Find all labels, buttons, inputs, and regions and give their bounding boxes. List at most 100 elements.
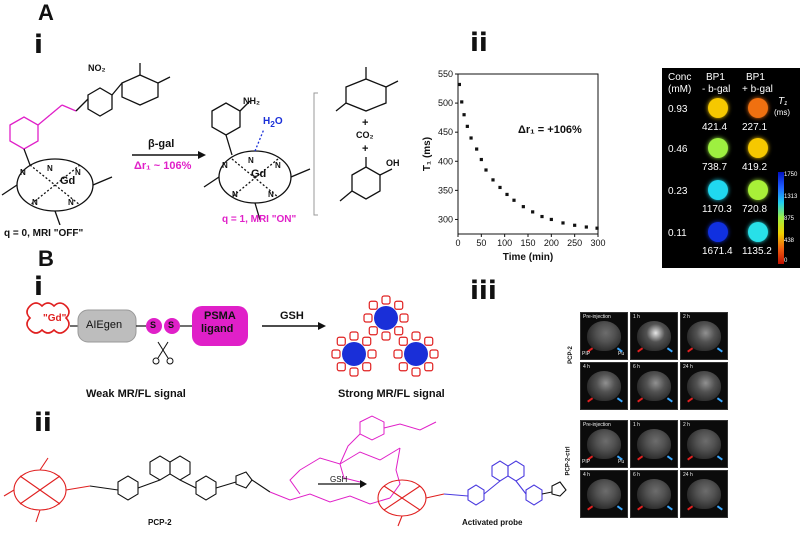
gd-unit <box>411 331 421 341</box>
timepoint-label: 1 h <box>633 422 640 428</box>
x-tick-label: 100 <box>497 238 512 248</box>
data-point <box>512 198 516 202</box>
disulfide-s2: S <box>168 320 175 330</box>
pu-tumor-arrow <box>667 505 673 511</box>
aie-core <box>404 342 428 366</box>
col1-subheader: - b-gal <box>702 84 731 95</box>
data-point <box>521 205 525 209</box>
pu-tumor-arrow <box>667 347 673 353</box>
x-tick-label: 150 <box>520 238 535 248</box>
mri-tile: 4 h <box>580 470 628 518</box>
pu-label: Pu <box>618 351 625 357</box>
mri-on-label: q = 1, MRI "ON" <box>222 214 297 225</box>
data-point <box>484 168 488 172</box>
mri-tile: 1 h <box>630 420 678 468</box>
panel-b-sub-i: i <box>34 272 43 302</box>
x-tick-label: 0 <box>455 238 460 248</box>
byproduct-plus-2: + <box>362 143 369 155</box>
t1-value-minus: 1170.3 <box>702 204 732 215</box>
x-tick-label: 300 <box>590 238 605 248</box>
mouse-cross-section <box>687 371 721 401</box>
y-axis-title: T₁ (ms) <box>422 137 433 171</box>
psma-chain <box>269 415 437 505</box>
data-point <box>531 210 535 214</box>
y-tick-label: 300 <box>438 214 453 224</box>
svg-text:N: N <box>222 161 228 170</box>
t1-value-minus: 421.4 <box>702 122 728 133</box>
aiegen-label: AIEgen <box>86 319 123 331</box>
gd-unit <box>393 349 403 359</box>
nh2-label: NH₂ <box>243 96 260 106</box>
arrow-relaxivity-label: Δr₁ ~ 106% <box>134 160 192 172</box>
gd-unit <box>336 362 346 372</box>
aie-core <box>342 342 366 366</box>
conc-value: 0.11 <box>668 228 687 239</box>
probe-structures <box>3 415 567 527</box>
pip-tumor-arrow <box>687 505 693 511</box>
pip-tumor-arrow <box>587 505 593 511</box>
nanoaggregate <box>363 295 409 341</box>
mouse-cross-section <box>637 479 671 509</box>
conc-value: 0.46 <box>668 144 688 155</box>
timepoint-label: 2 h <box>683 422 690 428</box>
colorbar-tick-2: 875 <box>784 216 795 222</box>
gd-unit <box>424 362 434 372</box>
t1-phantom-map: Conc (mM) BP1 - b-gal BP1 + b-gal T₁ (ms… <box>662 68 800 268</box>
data-point <box>540 214 544 219</box>
reaction-scheme-a: N N N N N N N N N N <box>1 63 399 225</box>
timepoint-label: 2 h <box>683 314 690 320</box>
gd-unit <box>411 367 421 377</box>
tpe-right <box>443 460 543 506</box>
t1-value-minus: 738.7 <box>702 162 728 173</box>
gd-unit <box>363 313 373 323</box>
panel-b-sub-ii: ii <box>34 408 52 438</box>
mri-off-label: q = 0, MRI "OFF" <box>4 228 84 239</box>
nanoaggregate <box>331 331 377 377</box>
disulfide-s1: S <box>150 320 157 330</box>
conc-value: 0.93 <box>668 104 688 115</box>
mouse-cross-section <box>587 321 621 351</box>
nitrophenol-structure <box>339 157 393 202</box>
pu-tumor-arrow <box>667 455 673 461</box>
col1-header: BP1 <box>706 72 725 83</box>
colorbar <box>778 172 784 264</box>
svg-text:N: N <box>268 190 274 199</box>
svg-text:N: N <box>275 161 281 170</box>
arrow-enzyme-label: β-gal <box>148 138 175 150</box>
t1-value-plus: 720.8 <box>742 204 768 215</box>
gd-unit <box>394 300 404 310</box>
gsh-label: GSH <box>280 310 304 322</box>
x-tick-label: 200 <box>544 238 559 248</box>
timepoint-label: 6 h <box>633 472 640 478</box>
dota-left <box>3 457 91 523</box>
pu-tumor-arrow <box>617 397 623 403</box>
byproduct-plus-1: + <box>362 117 369 129</box>
dota-right <box>377 479 445 527</box>
timepoint-label: 4 h <box>583 472 590 478</box>
gd-unit <box>367 349 377 359</box>
pip-tumor-arrow <box>637 455 643 461</box>
nitro-label: NO₂ <box>88 63 106 73</box>
byproduct-co2: CO₂ <box>356 130 374 140</box>
mouse-cross-section <box>637 429 671 459</box>
y-tick-label: 550 <box>438 69 453 79</box>
timepoint-label: 1 h <box>633 314 640 320</box>
phantom-plus-bgal <box>748 180 768 200</box>
t1-legend-label: T₁ <box>778 96 788 107</box>
mouse-cross-section <box>687 479 721 509</box>
mouse-cross-section <box>687 321 721 351</box>
t1-legend-unit: (ms) <box>774 108 790 117</box>
pip-tumor-arrow <box>637 397 643 403</box>
mouse-cross-section <box>587 429 621 459</box>
pip-tumor-arrow <box>687 397 693 403</box>
gd-unit <box>398 336 408 346</box>
y-tick-label: 500 <box>438 98 453 108</box>
t1-value-plus: 1135.2 <box>742 246 772 257</box>
phantom-plus-bgal <box>748 98 768 118</box>
t1-value-plus: 227.1 <box>742 122 768 133</box>
col2-header: BP1 <box>746 72 765 83</box>
timepoint-label: 4 h <box>583 364 590 370</box>
pip-label: PIP <box>582 351 591 357</box>
y-tick-label: 450 <box>438 127 453 137</box>
gd-label-left: Gd <box>60 175 76 187</box>
